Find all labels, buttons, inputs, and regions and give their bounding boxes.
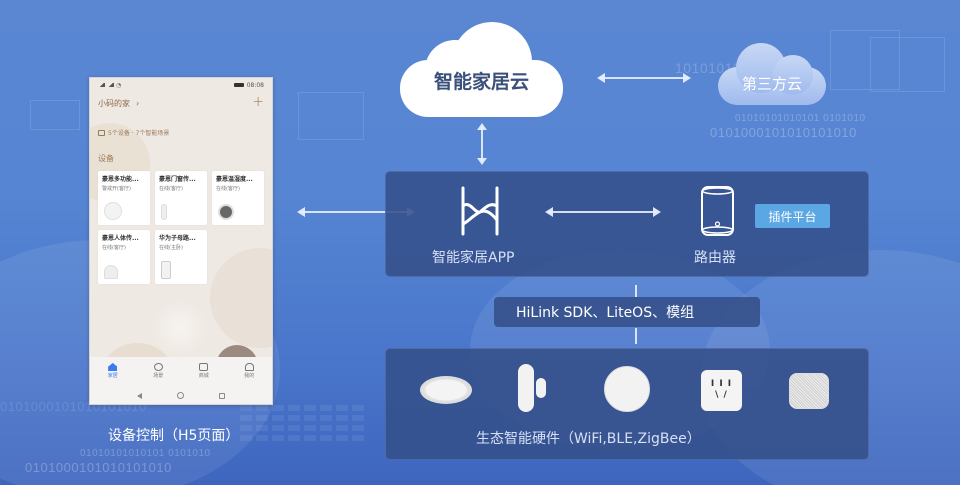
phone-mockup: ◔ 08:08 小码的家 › + 5个设备 · 7个智能场景 设备 豪恩多功能.… <box>89 77 273 405</box>
ceiling-light-icon <box>420 376 472 404</box>
signal-icon <box>98 83 105 87</box>
profile-icon <box>244 363 254 371</box>
tab-scene[interactable]: 场景 <box>153 363 163 379</box>
door-sensor-icon <box>518 364 534 412</box>
sdk-box: HiLink SDK、LiteOS、模组 <box>494 297 760 327</box>
android-nav-bar <box>90 385 272 404</box>
device-card[interactable]: 豪恩多功能... 警戒开(客厅) <box>98 171 150 225</box>
home-name: 小码的家 <box>98 99 130 108</box>
cloud-shape <box>773 55 813 95</box>
summary-text: 5个设备 · 7个智能场景 <box>108 130 170 137</box>
device-grid: 豪恩多功能... 警戒开(客厅) 豪恩门窗传... 在线(客厅) 豪恩温湿度..… <box>98 171 264 284</box>
device-status: 在线(主卧) <box>159 245 183 251</box>
binary-text: 0101000101010101010 <box>710 125 857 140</box>
arrow-cloud-thirdparty <box>597 73 691 83</box>
device-card[interactable]: 豪恩人体传... 在线(客厅) <box>98 230 150 284</box>
background-frame <box>298 92 364 140</box>
binary-text: 01010101010101 0101010 <box>80 448 211 459</box>
arrow-sdk-down <box>635 328 637 344</box>
tab-bar: 家居 场景 商城 我的 <box>90 357 272 385</box>
device-status: 警戒开(客厅) <box>102 186 131 192</box>
tab-label: 商城 <box>198 373 209 379</box>
door-magnet-icon <box>536 378 546 398</box>
device-name: 豪恩门窗传... <box>159 176 196 183</box>
tab-label: 场景 <box>153 373 164 379</box>
binary-text: 0101000101010101010 <box>25 460 172 475</box>
cloud-shape <box>452 22 532 102</box>
back-icon[interactable] <box>137 392 143 399</box>
motion-sensor-icon <box>104 265 118 279</box>
hardware-items: I I I\ / <box>420 364 840 414</box>
device-card[interactable]: 豪恩温湿度... 在线(客厅) <box>212 171 264 225</box>
cloud-label: 第三方云 <box>741 75 802 93</box>
home-selector[interactable]: 小码的家 › <box>98 98 139 109</box>
arrow-cloud-app <box>477 123 487 165</box>
store-icon <box>199 363 209 371</box>
wifi-icon: ◔ <box>116 81 122 89</box>
hub-icon <box>604 366 650 412</box>
decoration <box>150 298 210 358</box>
status-time: 08:08 <box>246 81 264 89</box>
device-name: 豪恩多功能... <box>102 176 139 183</box>
tab-profile[interactable]: 我的 <box>244 363 254 379</box>
background-frame <box>870 37 945 92</box>
background-frame <box>830 30 900 90</box>
home-circle-icon[interactable] <box>176 392 184 399</box>
smart-socket-icon: I I I\ / <box>701 370 742 411</box>
section-title: 设备 <box>98 154 114 163</box>
router-icon <box>701 186 734 236</box>
device-name: 华为子母路... <box>159 235 196 242</box>
device-name: 豪恩温湿度... <box>216 176 253 183</box>
device-name: 豪恩人体传... <box>102 235 139 242</box>
tab-store[interactable]: 商城 <box>199 363 209 379</box>
gateway-icon <box>104 202 122 220</box>
device-status: 在线(客厅) <box>159 186 183 192</box>
device-card[interactable]: 华为子母路... 在线(主卧) <box>155 230 207 284</box>
plugin-platform-button[interactable]: 插件平台 <box>755 204 830 228</box>
chevron-right-icon: › <box>136 99 140 108</box>
battery-icon <box>233 83 244 87</box>
signal-icon <box>107 83 114 87</box>
smart-home-cloud: 智能家居云 <box>400 22 563 117</box>
home-icon <box>108 363 118 371</box>
socket-holes: I I I\ / <box>710 379 733 400</box>
router-icon <box>161 261 171 279</box>
device-status: 在线(客厅) <box>216 186 240 192</box>
speaker-icon <box>789 373 829 409</box>
router-label: 路由器 <box>694 250 736 266</box>
device-status: 在线(客厅) <box>102 245 126 251</box>
tab-label: 家居 <box>107 373 118 379</box>
arrow-sdk-up <box>635 285 637 297</box>
tab-label: 我的 <box>244 373 255 379</box>
recent-apps-icon[interactable] <box>218 392 225 399</box>
add-device-button[interactable]: + <box>252 94 264 110</box>
hardware-label: 生态智能硬件（WiFi,BLE,ZigBee） <box>476 431 701 447</box>
devices-icon <box>98 129 105 136</box>
background-dots <box>240 405 364 441</box>
binary-text: 01010101010101 0101010 <box>735 113 866 124</box>
scene-icon <box>153 363 163 371</box>
thermometer-icon <box>218 204 234 220</box>
status-bar: ◔ 08:08 <box>90 78 272 92</box>
home-summary[interactable]: 5个设备 · 7个智能场景 <box>98 128 169 137</box>
arrow-app-router <box>545 207 661 217</box>
cloud-label: 智能家居云 <box>433 71 529 93</box>
phone-caption: 设备控制（H5页面） <box>108 428 240 444</box>
hilink-logo-icon <box>461 186 499 236</box>
device-card[interactable]: 豪恩门窗传... 在线(客厅) <box>155 171 207 225</box>
background-frame <box>30 100 80 130</box>
tab-home[interactable]: 家居 <box>108 363 118 379</box>
app-label: 智能家居APP <box>432 250 515 266</box>
third-party-cloud: 第三方云 <box>718 43 826 105</box>
door-sensor-icon <box>161 204 167 220</box>
